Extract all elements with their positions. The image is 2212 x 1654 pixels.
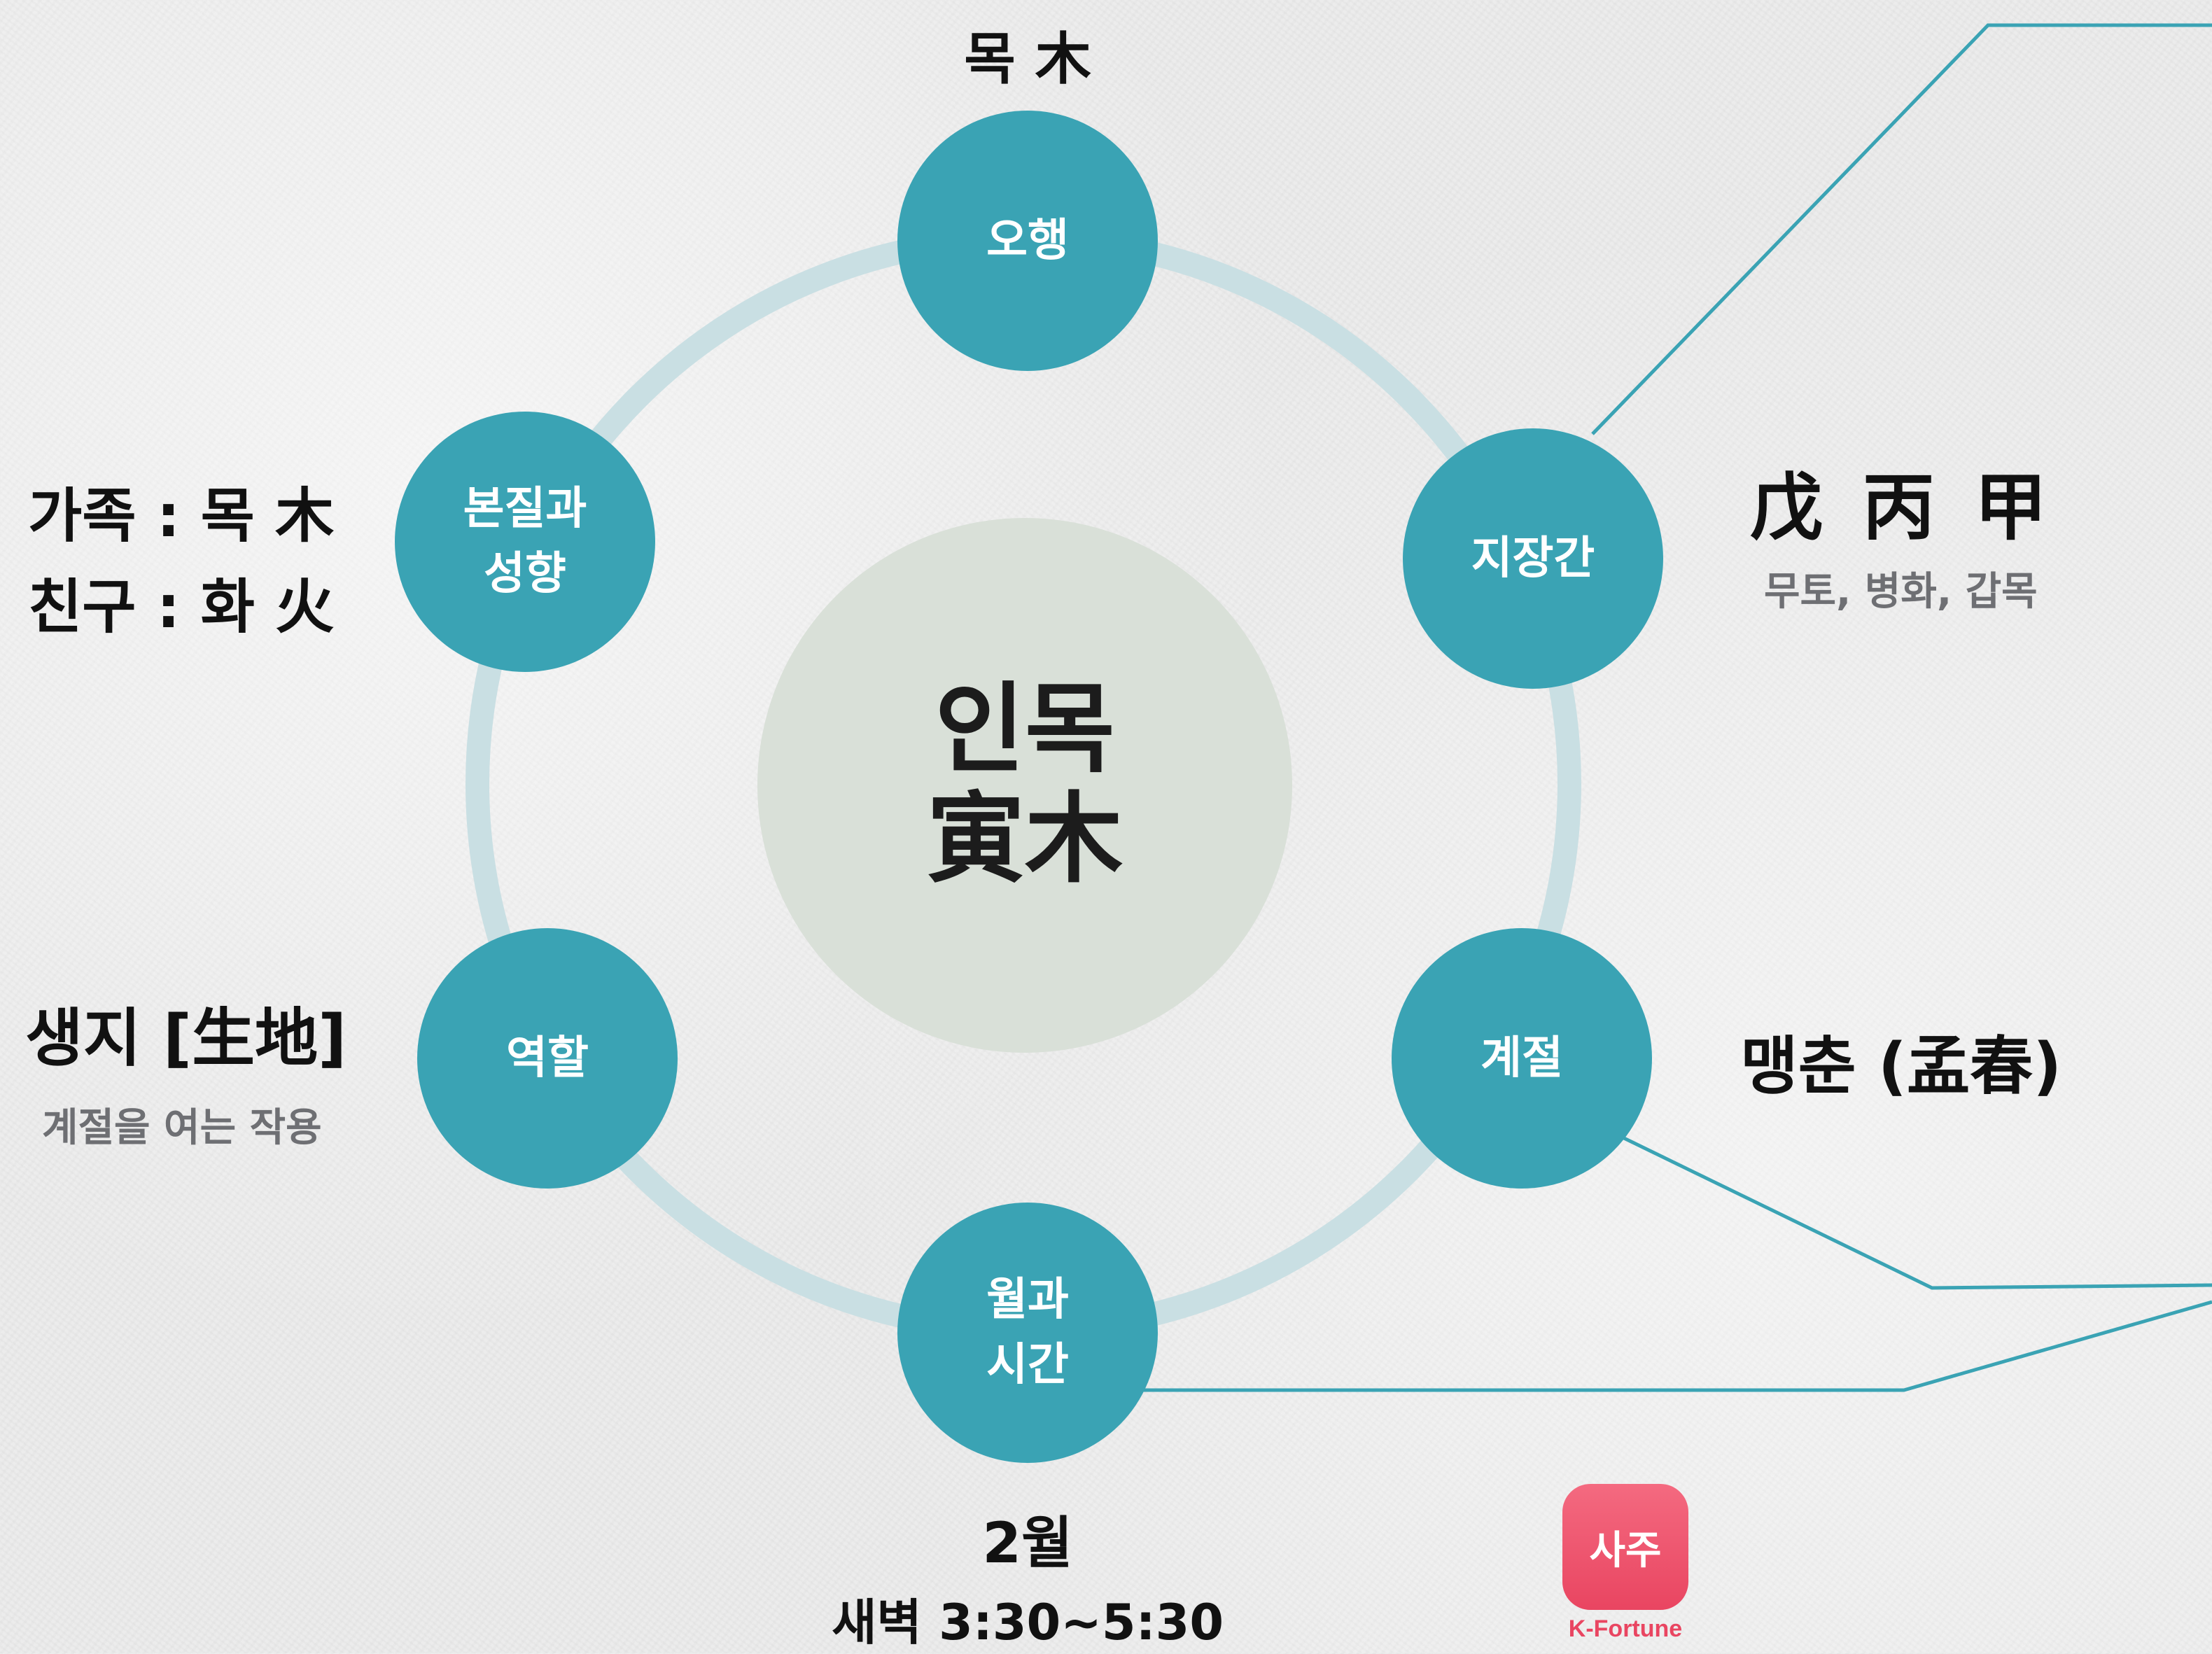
- time-annotation: 새벽 3:30~5:30: [831, 1594, 1224, 1651]
- node-jijanggan[interactable]: 지장간: [1403, 428, 1663, 689]
- node-ohaeng[interactable]: 오행: [897, 111, 1158, 371]
- node-jijanggan-label: 지장간: [1471, 532, 1595, 584]
- nature-friend: 친구 : 화 火: [28, 573, 335, 641]
- node-nature-line1: 본질과: [463, 483, 587, 535]
- node-nature-line2: 성향: [484, 548, 566, 600]
- connector-line-season: [1623, 1136, 2212, 1290]
- node-season-label: 계절: [1480, 1032, 1563, 1084]
- role-title: 생지 [生地]: [25, 1002, 347, 1075]
- center-circle: 인목 寅木: [757, 518, 1292, 1053]
- node-month-time[interactable]: 월과 시간: [897, 1203, 1158, 1463]
- nature-family: 가족 : 목 木: [28, 482, 335, 550]
- node-role[interactable]: 역할: [417, 928, 678, 1189]
- center-korean: 인목: [934, 673, 1115, 787]
- node-month-time-line1: 월과: [986, 1274, 1069, 1326]
- ohaeng-annotation: 목 木: [964, 27, 1091, 92]
- season-annotation: 맹춘 (孟春): [1740, 1030, 2062, 1103]
- role-description: 계절을 여는 작용: [42, 1105, 322, 1151]
- logo-caption: K-Fortune: [1568, 1616, 1683, 1642]
- center-hanja: 寅木: [926, 783, 1123, 897]
- logo-mark: 사주: [1589, 1527, 1662, 1574]
- month-annotation: 2월: [982, 1511, 1073, 1576]
- node-month-time-line2: 시간: [986, 1339, 1069, 1391]
- jijanggan-reading: 무토, 병화, 갑목: [1764, 569, 2038, 615]
- node-season[interactable]: 계절: [1392, 928, 1652, 1189]
- k-fortune-logo: 사주: [1562, 1484, 1688, 1610]
- node-nature[interactable]: 본질과 성향: [395, 412, 655, 672]
- connector-line-jijanggan: [1591, 23, 2212, 435]
- connector-line-month-time: [1142, 1300, 2212, 1392]
- node-role-label: 역할: [506, 1032, 589, 1084]
- jijanggan-hanja: 戊 丙 甲: [1750, 465, 2054, 550]
- node-ohaeng-label: 오행: [986, 214, 1069, 267]
